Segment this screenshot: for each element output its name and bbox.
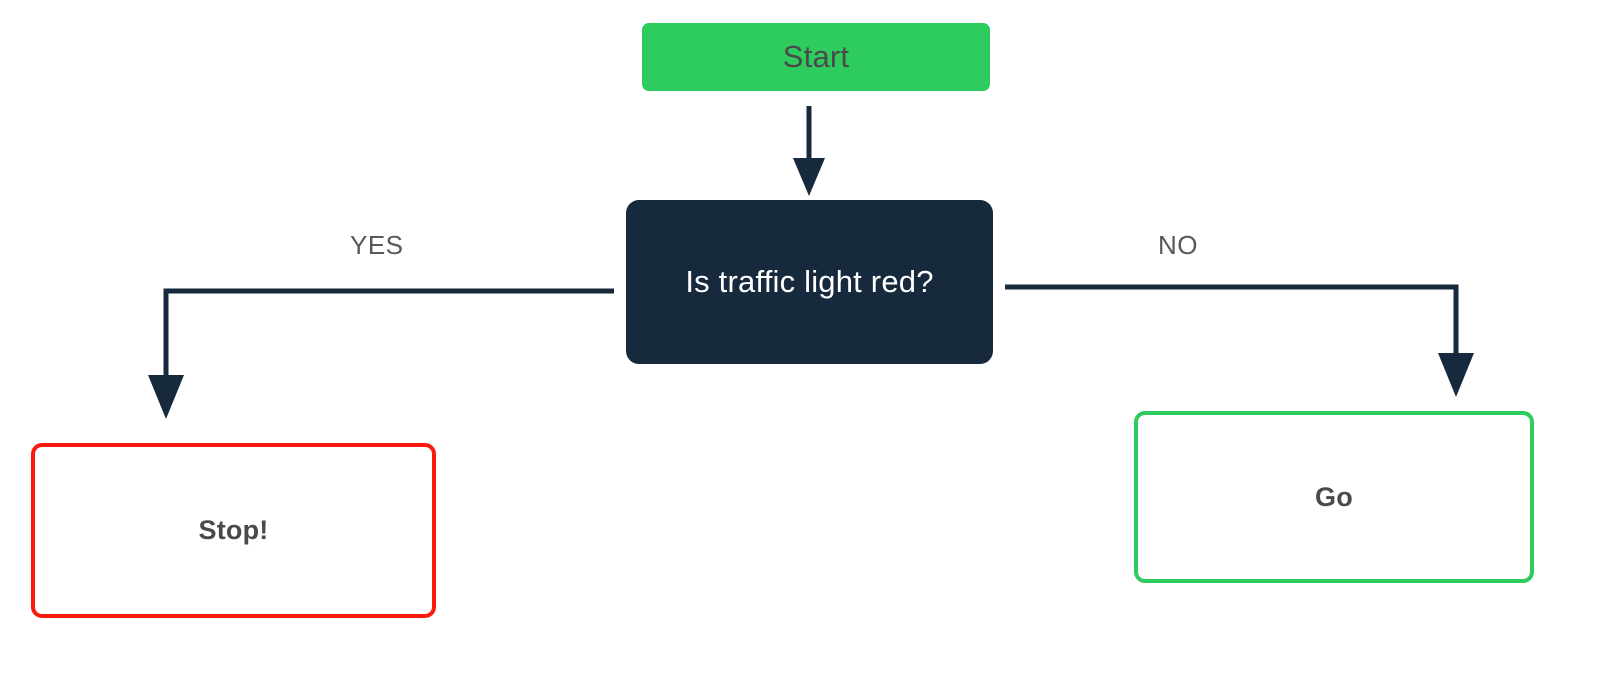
edge-decision-to-stop	[148, 288, 614, 419]
edge-decision-to-stop-arrowhead	[148, 375, 184, 419]
edge-decision-to-go-path	[1005, 284, 1459, 358]
edge-label-no: NO	[1158, 230, 1198, 260]
edge-label-yes: YES	[350, 230, 404, 260]
node-start[interactable]: Start	[642, 23, 990, 91]
node-go[interactable]: Go	[1134, 411, 1534, 583]
edge-start-to-decision-arrowhead	[793, 158, 825, 196]
node-decision-label: Is traffic light red?	[685, 264, 934, 299]
edge-decision-to-go-arrowhead	[1438, 353, 1474, 397]
edge-decision-to-stop-path	[163, 288, 614, 381]
node-start-label: Start	[782, 39, 850, 74]
node-stop-label: Stop!	[198, 515, 269, 545]
edge-decision-to-go	[1005, 284, 1474, 397]
edge-start-to-decision	[793, 106, 825, 196]
node-stop[interactable]: Stop!	[31, 443, 436, 618]
node-decision[interactable]: Is traffic light red?	[626, 200, 993, 364]
node-go-label: Go	[1315, 481, 1353, 512]
